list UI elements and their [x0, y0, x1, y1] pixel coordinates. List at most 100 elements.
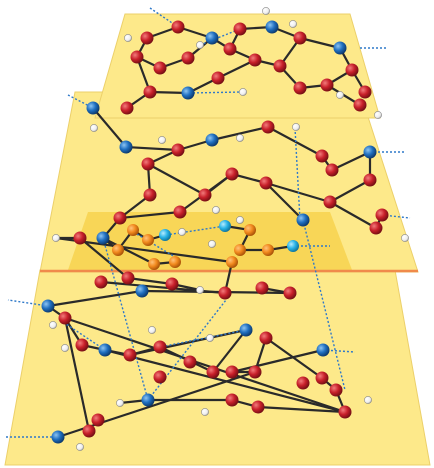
- nitrogen-atom: [363, 145, 377, 159]
- hydrogen-atom: [239, 88, 247, 96]
- oxygen-atom: [225, 365, 239, 379]
- oxygen-atom: [141, 157, 155, 171]
- oxygen-atom: [218, 286, 232, 300]
- hydrogen-atom: [201, 408, 209, 416]
- oxygen-atom: [143, 188, 157, 202]
- covalent-bond: [298, 36, 342, 50]
- interface-atom: [262, 244, 274, 256]
- hydrogen-bond: [165, 225, 226, 236]
- oxygen-atom: [248, 53, 262, 67]
- nitrogen-atom: [265, 20, 279, 34]
- interface-atom: [142, 234, 154, 246]
- nitrogen-atom: [135, 284, 149, 298]
- interface-atom: [127, 224, 139, 236]
- oxygen-atom: [123, 348, 137, 362]
- oxygen-atom: [248, 365, 262, 379]
- oxygen-atom: [183, 355, 197, 369]
- hydrogen-atom: [124, 34, 132, 42]
- oxygen-atom: [325, 163, 339, 177]
- oxygen-atom: [140, 31, 154, 45]
- oxygen-atom: [120, 101, 134, 115]
- oxygen-atom: [113, 211, 127, 225]
- oxygen-atom: [171, 20, 185, 34]
- covalent-bond: [211, 328, 248, 374]
- oxygen-atom: [143, 85, 157, 99]
- nitrogen-atom: [296, 213, 310, 227]
- oxygen-atom: [293, 31, 307, 45]
- covalent-bond: [63, 316, 91, 433]
- covalent-bond: [124, 145, 180, 152]
- oxygen-atom: [315, 371, 329, 385]
- oxygen-atom: [261, 120, 275, 134]
- nitrogen-atom: [41, 299, 55, 313]
- covalent-bond: [91, 106, 128, 149]
- oxygen-atom: [82, 424, 96, 438]
- oxygen-atom: [233, 22, 247, 36]
- oxygen-atom: [323, 195, 337, 209]
- hydrogen-atom: [196, 286, 204, 294]
- nitrogen-atom: [316, 343, 330, 357]
- nitrogen-atom: [96, 231, 110, 245]
- covalent-bond: [266, 125, 324, 158]
- oxygen-atom: [75, 338, 89, 352]
- oxygen-atom: [198, 188, 212, 202]
- hydrogen-atom: [158, 136, 166, 144]
- covalent-bond: [101, 236, 156, 266]
- covalent-bond: [46, 289, 144, 308]
- covalent-bond: [78, 236, 130, 280]
- oxygen-atom: [153, 370, 167, 384]
- hydrogen-bond: [102, 237, 149, 401]
- hydrogen-atom: [212, 206, 220, 214]
- oxygen-atom: [223, 42, 237, 56]
- nitrogen-atom: [333, 41, 347, 55]
- oxygen-atom: [171, 143, 185, 157]
- oxygen-atom: [225, 393, 239, 407]
- covalent-bond: [210, 125, 270, 142]
- oxygen-atom: [283, 286, 297, 300]
- covalent-bond: [230, 348, 325, 374]
- oxygen-atom: [296, 376, 310, 390]
- covalent-bond: [216, 58, 257, 80]
- oxygen-atom: [73, 231, 87, 245]
- hydrogen-atom: [61, 344, 69, 352]
- hydrogen-atom: [90, 124, 98, 132]
- oxygen-atom: [153, 340, 167, 354]
- oxygen-atom: [259, 176, 273, 190]
- hydrogen-atom: [208, 240, 216, 248]
- oxygen-atom: [58, 311, 72, 325]
- hydrogen-atom: [116, 399, 124, 407]
- covalent-bond: [63, 316, 347, 414]
- oxygen-atom: [173, 205, 187, 219]
- interface-atom: [169, 256, 181, 268]
- oxygen-atom: [94, 275, 108, 289]
- covalent-bond: [256, 405, 347, 414]
- oxygen-atom: [206, 365, 220, 379]
- oxygen-atom: [363, 173, 377, 187]
- nitrogen-atom: [141, 393, 155, 407]
- covalent-bond: [146, 162, 207, 197]
- hydrogen-atom: [236, 134, 244, 142]
- oxygen-atom: [211, 71, 225, 85]
- nitrogen-atom: [205, 31, 219, 45]
- hydrogen-atom: [206, 334, 214, 342]
- interface-atom: [226, 256, 238, 268]
- hydrogen-bond: [159, 329, 247, 348]
- oxygen-atom: [255, 281, 269, 295]
- oxygen-atom: [345, 63, 359, 77]
- oxygen-atom: [293, 81, 307, 95]
- atoms: [41, 7, 409, 451]
- covalent-bond: [330, 150, 372, 172]
- nitrogen-atom: [98, 343, 112, 357]
- covalent-bond: [328, 200, 378, 230]
- hydrogen-atom: [262, 7, 270, 15]
- hydrogen-atom: [336, 91, 344, 99]
- oxygen-atom: [259, 331, 273, 345]
- oxygen-atom: [121, 271, 135, 285]
- interface-nitrogen-atom: [219, 220, 231, 232]
- oxygen-atom: [338, 405, 352, 419]
- hydrogen-atom: [364, 396, 372, 404]
- covalent-bond: [264, 336, 324, 380]
- oxygen-atom: [251, 400, 265, 414]
- oxygen-atom: [130, 50, 144, 64]
